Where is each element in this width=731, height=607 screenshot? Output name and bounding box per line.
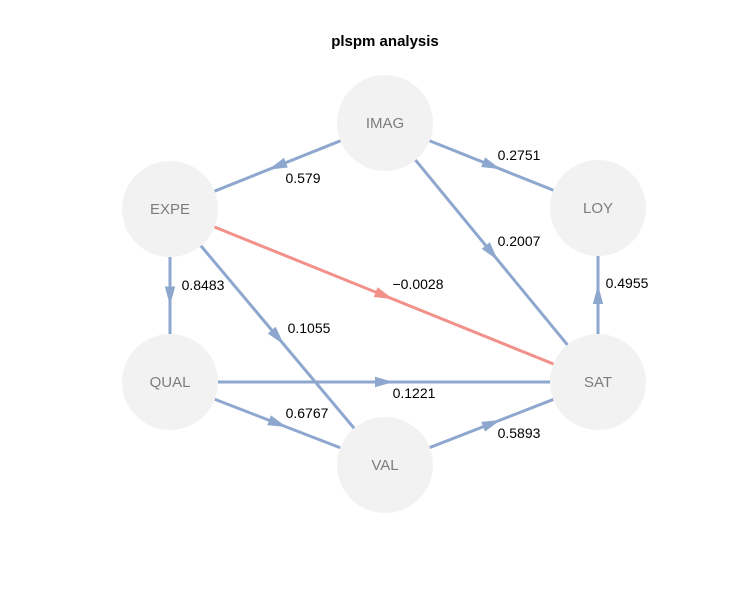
edge-label-IMAG-SAT: 0.2007 [498,233,541,249]
plot-title: plspm analysis [331,33,439,50]
arrowhead-IMAG-EXPE [268,157,288,170]
node-circle-QUAL [122,334,218,430]
node-label-SAT: SAT [584,374,612,391]
edge-label-EXPE-QUAL: 0.8483 [182,277,225,293]
arrowhead-EXPE-VAL [267,326,284,345]
node-label-LOY: LOY [583,200,613,217]
arrowhead-IMAG-LOY [481,157,501,170]
node-label-IMAG: IMAG [366,115,404,132]
arrowhead-SAT-LOY [592,285,604,304]
edge-label-VAL-SAT: 0.5893 [498,425,541,441]
arrowhead-EXPE-QUAL [164,286,176,306]
edge-label-QUAL-SAT: 0.1221 [393,385,436,401]
node-circle-VAL [337,417,433,513]
edge-label-IMAG-LOY: 0.2751 [498,147,541,163]
node-circle-SAT [550,334,646,430]
arrowhead-VAL-SAT [481,419,501,432]
node-circle-IMAG [337,75,433,171]
edge-label-EXPE-SAT: −0.0028 [393,276,444,292]
arrowhead-IMAG-SAT [481,242,498,261]
edge-label-QUAL-VAL: 0.6767 [286,405,329,421]
edge-label-IMAG-EXPE: 0.579 [285,170,320,186]
arrowhead-EXPE-SAT [373,287,394,300]
arrowhead-QUAL-VAL [267,415,287,428]
node-label-VAL: VAL [371,457,398,474]
node-circle-EXPE [122,161,218,257]
edge-label-EXPE-VAL: 0.1055 [288,320,331,336]
edge-label-SAT-LOY: 0.4955 [606,275,649,291]
arrowhead-QUAL-SAT [375,376,394,388]
node-label-EXPE: EXPE [150,201,190,218]
node-circle-LOY [550,160,646,256]
node-label-QUAL: QUAL [150,374,191,391]
